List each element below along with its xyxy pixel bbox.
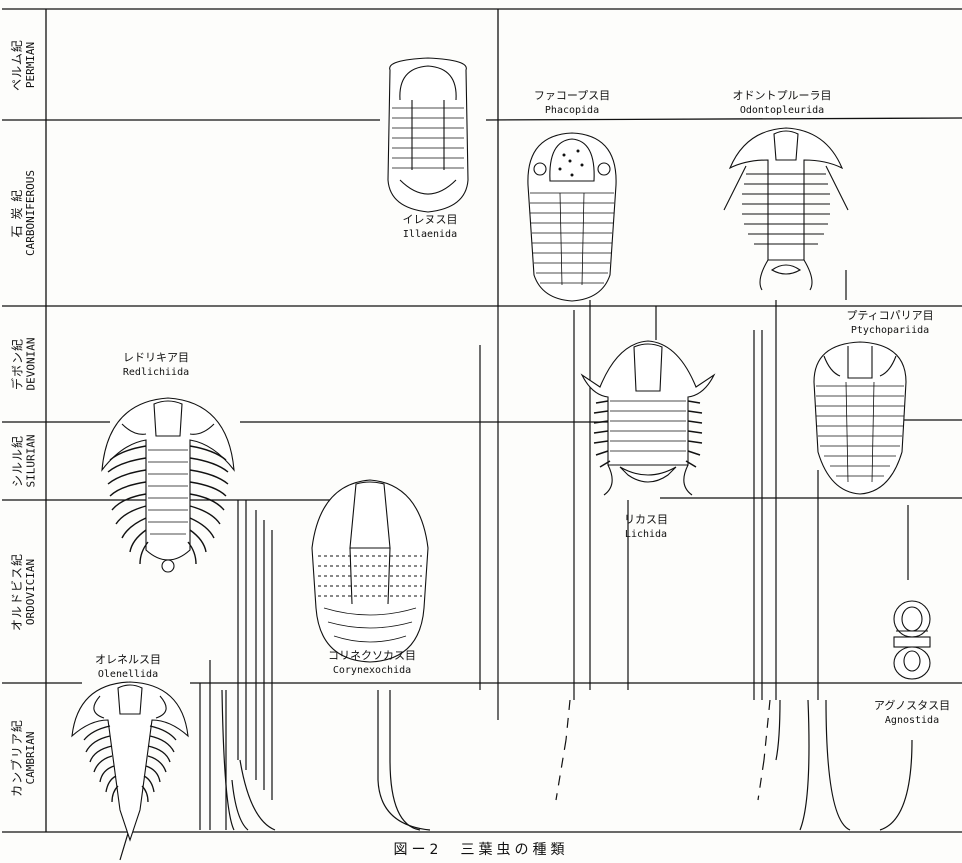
redlichiida-trilobite (102, 398, 234, 572)
ptychopariida-trilobite (814, 342, 906, 494)
period-jp: オルドビス紀 (11, 552, 24, 630)
period-en: CARBONIFEROUS (24, 170, 37, 256)
order-jp: ファコープス目 (534, 88, 610, 103)
order-jp: イレヌス目 (403, 212, 458, 227)
period-en: SILURIAN (24, 435, 37, 488)
order-jp: プティコパリア目 (846, 308, 933, 323)
order-en: Lichida (624, 527, 668, 542)
order-jp: コリネクソカス目 (328, 648, 416, 663)
order-jp: レドリキア目 (123, 350, 189, 365)
illaenida-trilobite (388, 58, 468, 212)
order-jp: オレネルス目 (95, 652, 161, 667)
order-jp: オドントプルーラ目 (733, 88, 832, 103)
period-jp: 石 炭 紀 (11, 170, 24, 256)
period-jp: デボン紀 (11, 338, 24, 391)
period-en: PERMIAN (24, 39, 37, 91)
order-en: Corynexochida (328, 663, 416, 678)
period-en: DEVONIAN (24, 338, 37, 391)
order-en: Ptychopariida (846, 323, 933, 338)
corynexochida-trilobite (312, 480, 428, 662)
phacopida-trilobite (528, 133, 616, 301)
olenellida-trilobite (72, 682, 188, 840)
lineage-lines (120, 270, 912, 860)
order-en: Redlichiida (123, 365, 189, 380)
order-en: Olenellida (95, 667, 161, 682)
period-en: ORDOVICIAN (24, 552, 37, 630)
period-jp: カンブリア紀 (11, 719, 24, 797)
lichida-trilobite (582, 341, 714, 495)
figure-caption: 図ー2 三葉虫の種類 (394, 839, 569, 859)
order-jp: アグノスタス目 (874, 698, 950, 713)
order-en: Illaenida (403, 227, 458, 242)
period-jp: ペルム紀 (11, 39, 24, 91)
order-en: Agnostida (874, 713, 950, 728)
odontopleurida-trilobite (724, 128, 848, 290)
agnostida-trilobite (894, 601, 930, 679)
period-jp: シルル紀 (11, 435, 24, 488)
order-en: Phacopida (534, 103, 610, 118)
period-en: CAMBRIAN (24, 719, 37, 797)
order-en: Odontopleurida (733, 103, 832, 118)
order-jp: リカス目 (624, 512, 668, 527)
